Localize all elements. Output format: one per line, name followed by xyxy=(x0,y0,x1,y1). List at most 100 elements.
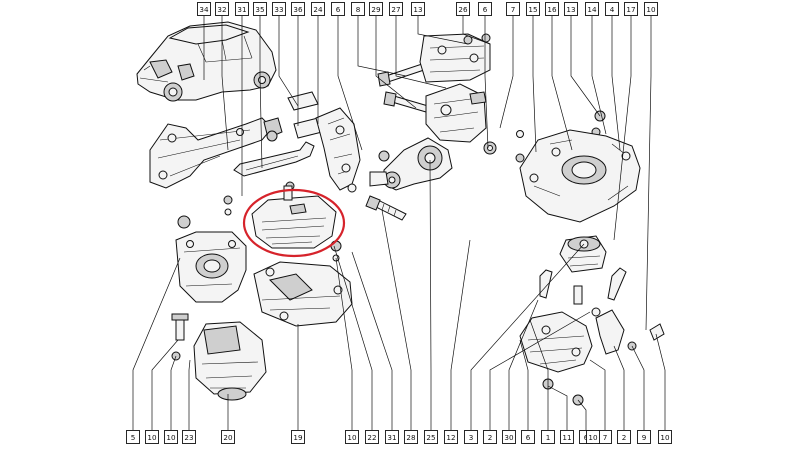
callout-number: 3 xyxy=(469,433,474,442)
bottom-callout-6: 6 xyxy=(521,430,535,444)
leader-line xyxy=(489,311,591,430)
callout-frame xyxy=(658,430,672,444)
callout-number: 25 xyxy=(426,433,435,442)
leader-line xyxy=(462,16,491,45)
torque-rod-25 xyxy=(369,137,453,191)
callout-frame xyxy=(291,2,305,16)
callout-number: 6 xyxy=(526,433,531,442)
bottom-callout-9: 9 xyxy=(637,430,651,444)
bottom-callout-22: 22 xyxy=(365,430,379,444)
small-bracket-9 xyxy=(595,309,625,355)
bottom-callout-23: 23 xyxy=(182,430,196,444)
bottom-callout-7: 7 xyxy=(598,430,612,444)
callout-frame xyxy=(221,430,235,444)
leader-line xyxy=(335,257,353,430)
callout-frame xyxy=(389,2,403,16)
callout-frame xyxy=(617,430,631,444)
callout-frame xyxy=(291,430,305,444)
bottom-mount-20 xyxy=(171,313,267,401)
callout-number: 6 xyxy=(483,5,488,14)
callout-frame xyxy=(253,2,267,16)
leader-line xyxy=(417,16,469,45)
top-callout-6: 6 xyxy=(478,2,492,16)
leader-line xyxy=(357,16,407,77)
leader-line xyxy=(508,299,539,430)
callout-number: 10 xyxy=(166,433,176,442)
leader-line xyxy=(613,345,625,430)
bottom-callout-5: 5 xyxy=(126,430,140,444)
top-callout-29: 29 xyxy=(369,2,383,16)
callout-frame xyxy=(235,2,249,16)
leader-line xyxy=(645,16,652,331)
leader-line xyxy=(577,399,587,430)
callout-number: 2 xyxy=(622,433,627,442)
callout-frame xyxy=(521,430,535,444)
leader-line xyxy=(499,16,514,129)
callout-number: 26 xyxy=(458,5,468,14)
callout-number: 13 xyxy=(566,5,575,14)
lower-bracket-1 xyxy=(519,311,593,373)
bottom-callout-2: 2 xyxy=(483,430,497,444)
leader-line xyxy=(532,16,537,153)
top-callout-24: 24 xyxy=(311,2,325,16)
top-callout-13: 13 xyxy=(564,2,578,16)
car-illustration xyxy=(136,21,277,102)
callout-number: 6 xyxy=(336,5,341,14)
bottom-callout-11: 11 xyxy=(560,430,574,444)
top-callout-35: 35 xyxy=(253,2,267,16)
callout-frame xyxy=(164,430,178,444)
callout-frame xyxy=(385,430,399,444)
top-callout-26: 26 xyxy=(456,2,470,16)
callout-number: 10 xyxy=(147,433,157,442)
top-callout-16: 16 xyxy=(545,2,559,16)
leader-line xyxy=(278,16,299,107)
leader-line xyxy=(529,319,549,430)
leader-line xyxy=(591,16,607,135)
top-callout-34: 34 xyxy=(197,2,211,16)
callout-frame xyxy=(478,2,492,16)
bottom-callout-30: 30 xyxy=(502,430,516,444)
top-callout-27: 27 xyxy=(389,2,403,16)
leader-line xyxy=(551,16,573,151)
bolt-31 xyxy=(365,195,407,221)
callout-frame xyxy=(404,430,418,444)
bottom-callout-31: 31 xyxy=(385,430,399,444)
leader-line xyxy=(484,16,489,149)
top-callout-36: 36 xyxy=(291,2,305,16)
callout-frame xyxy=(272,2,286,16)
callout-frame xyxy=(586,430,600,444)
leader-line xyxy=(631,345,645,430)
leader-line xyxy=(221,16,229,151)
leader-line xyxy=(470,243,585,430)
callout-number: 32 xyxy=(217,5,226,14)
callout-frame xyxy=(215,2,229,16)
callout-number: 10 xyxy=(347,433,357,442)
callout-frame xyxy=(331,2,345,16)
bottom-callout-19: 19 xyxy=(291,430,305,444)
leader-line xyxy=(589,359,606,430)
bottom-callout-25: 25 xyxy=(424,430,438,444)
leader-line xyxy=(655,333,666,430)
callout-frame xyxy=(644,2,658,16)
callout-number: 16 xyxy=(547,5,557,14)
callout-frame xyxy=(605,2,619,16)
top-callout-33: 33 xyxy=(272,2,286,16)
top-callout-14: 14 xyxy=(585,2,599,16)
leader-line xyxy=(132,257,181,430)
leader-line xyxy=(259,16,263,169)
upper-bracket-27 xyxy=(419,33,491,83)
callout-number: 7 xyxy=(603,433,608,442)
bracket-assembly-24 xyxy=(287,91,361,193)
callout-frame xyxy=(456,2,470,16)
leader-line xyxy=(613,16,632,241)
callout-number: 1 xyxy=(546,433,551,442)
left-mount-5 xyxy=(175,231,247,303)
leader-line xyxy=(519,339,529,430)
callout-frame xyxy=(585,2,599,16)
bottom-callout-3: 3 xyxy=(464,430,478,444)
callout-number: 34 xyxy=(199,5,209,14)
callout-frame xyxy=(541,430,555,444)
callout-number: 19 xyxy=(293,433,303,442)
callout-number: 30 xyxy=(504,433,514,442)
